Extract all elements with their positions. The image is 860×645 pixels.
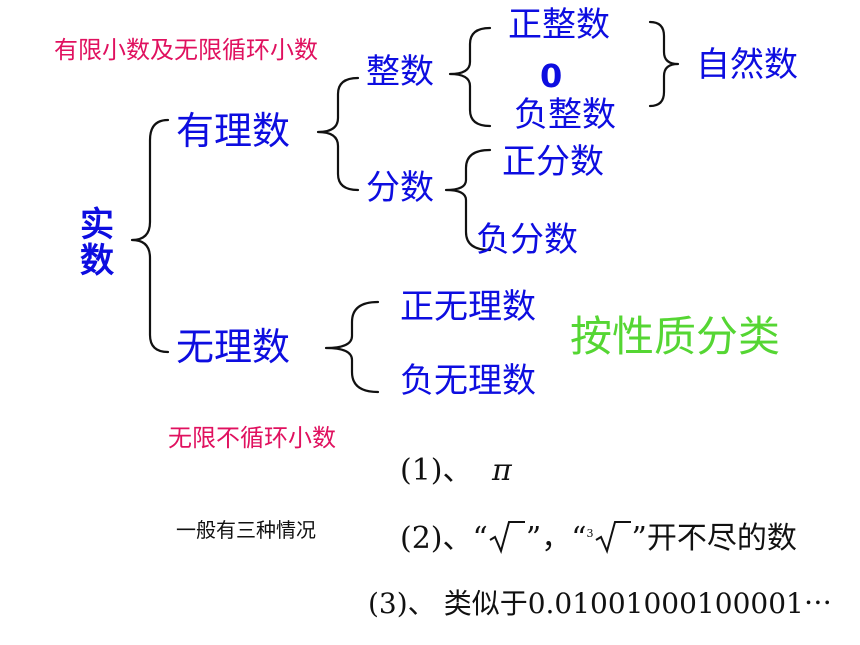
root-char-1: 实 [80,205,114,245]
sqrt-icon [489,521,525,555]
quote-separator: ， [541,521,572,556]
case-2-number: (2) [400,521,443,556]
fraction-label: 分数 [366,168,434,208]
case-1-separator: 、 [442,453,473,488]
case-2-text: 开不尽的数 [646,521,797,556]
cube-root-icon [595,521,631,555]
case-3-separator: 、 [407,587,436,620]
quote-open-1: “ [472,521,488,556]
natural-brace [648,20,680,108]
quote-close-1: ” [525,521,542,556]
rational-brace [316,76,360,192]
root-label: 实 数 [80,205,114,281]
positive-fraction: 正分数 [502,142,604,182]
case-1-number: (1) [400,453,443,488]
quote-open-2: “ [571,521,587,556]
irrational-note: 无限不循环小数 [168,424,336,452]
irrational-label: 无理数 [176,325,291,369]
classification-label: 按性质分类 [570,312,781,361]
positive-integer: 正整数 [508,5,610,45]
case-3-prefix: 类似于 [443,587,528,620]
cases-title: 一般有三种情况 [176,518,316,542]
case-2: (2)、“”，“3”开不尽的数 [400,520,797,556]
natural-number: 自然数 [696,45,798,85]
negative-integer: 负整数 [514,95,616,135]
case-3-ellipsis: 1⋯ [786,587,832,620]
rational-label: 有理数 [176,109,291,153]
negative-irrational: 负无理数 [400,361,536,401]
case-3: (3)、类似于0.01001000100001⋯ [368,590,832,618]
case-3-value: 0.0100100010000 [527,587,787,620]
integer-label: 整数 [366,52,434,92]
case-1: (1)、 π [400,456,512,486]
rational-note: 有限小数及无限循环小数 [54,36,318,64]
positive-irrational: 正无理数 [400,287,536,327]
pi-symbol: π [492,453,512,488]
case-2-separator: 、 [442,521,473,556]
quote-close-2: ” [631,521,647,556]
irrational-brace [324,300,380,394]
root-brace [130,118,170,354]
zero: 0 [540,57,563,95]
cube-root-index: 3 [586,527,594,540]
negative-fraction: 负分数 [476,220,578,260]
case-3-number: (3) [368,587,408,620]
fraction-brace [444,148,492,252]
root-char-2: 数 [80,240,114,281]
integer-brace [448,26,492,128]
